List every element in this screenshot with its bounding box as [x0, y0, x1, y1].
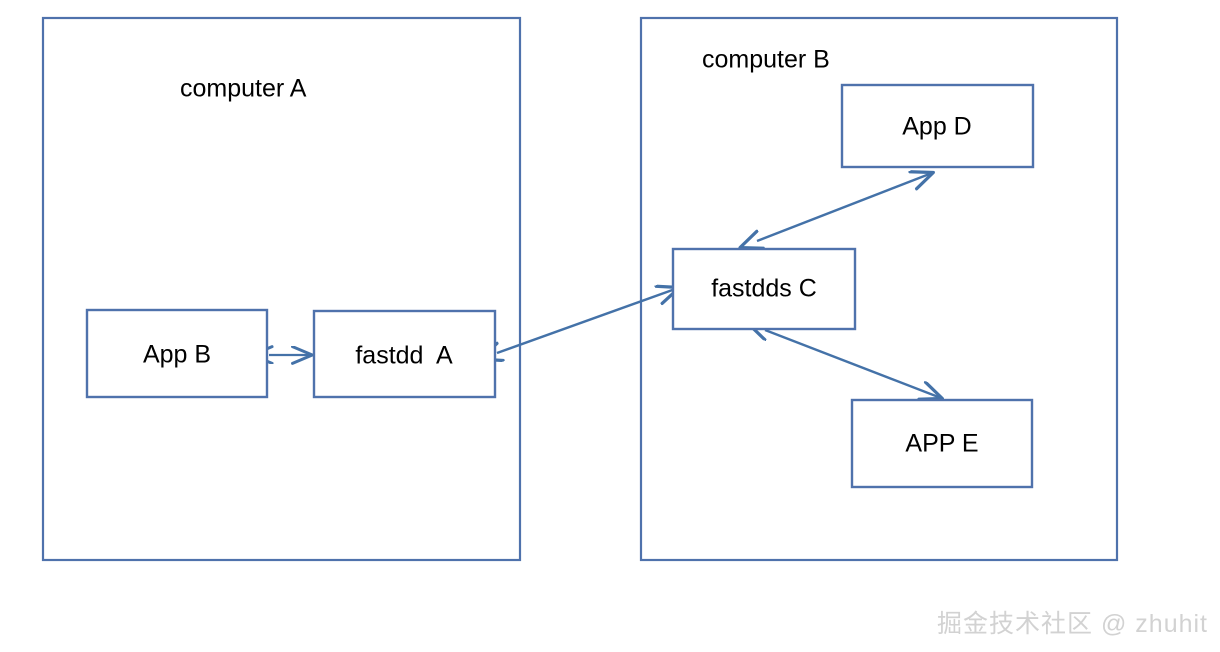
container-computer-a-label: computer A — [180, 75, 307, 103]
node-app-e-label: APP E — [905, 430, 978, 458]
container-computer-a: computer A — [41, 16, 522, 562]
node-app-b-label: App B — [143, 341, 211, 369]
node-app-e[interactable]: APP E — [850, 398, 1034, 489]
node-app-b-frame[interactable] — [85, 308, 269, 399]
watermark: 掘金技术社区 @ zhuhit — [937, 610, 1208, 638]
node-app-b[interactable]: App B — [85, 308, 269, 399]
container-computer-a-frame — [41, 16, 522, 562]
node-fastdds-c-frame[interactable] — [671, 247, 857, 331]
node-app-d-label: App D — [902, 113, 971, 141]
node-fastdd-a-frame[interactable] — [312, 309, 497, 399]
node-fastdd-a[interactable]: fastdd A — [312, 309, 497, 399]
connector-fastdds-c-to-app-e — [765, 330, 941, 398]
node-app-d[interactable]: App D — [840, 83, 1035, 169]
node-fastdd-a-label: fastdd A — [355, 342, 453, 370]
connector-fastdd-a-to-fastdds-c — [497, 288, 678, 353]
node-fastdds-c[interactable]: fastdds C — [671, 247, 857, 331]
node-app-d-frame[interactable] — [840, 83, 1035, 169]
node-fastdds-c-label: fastdds C — [711, 275, 817, 303]
node-app-e-frame[interactable] — [850, 398, 1034, 489]
connector-fastdds-c-to-app-d — [757, 173, 932, 241]
container-computer-b-label: computer B — [702, 46, 830, 74]
